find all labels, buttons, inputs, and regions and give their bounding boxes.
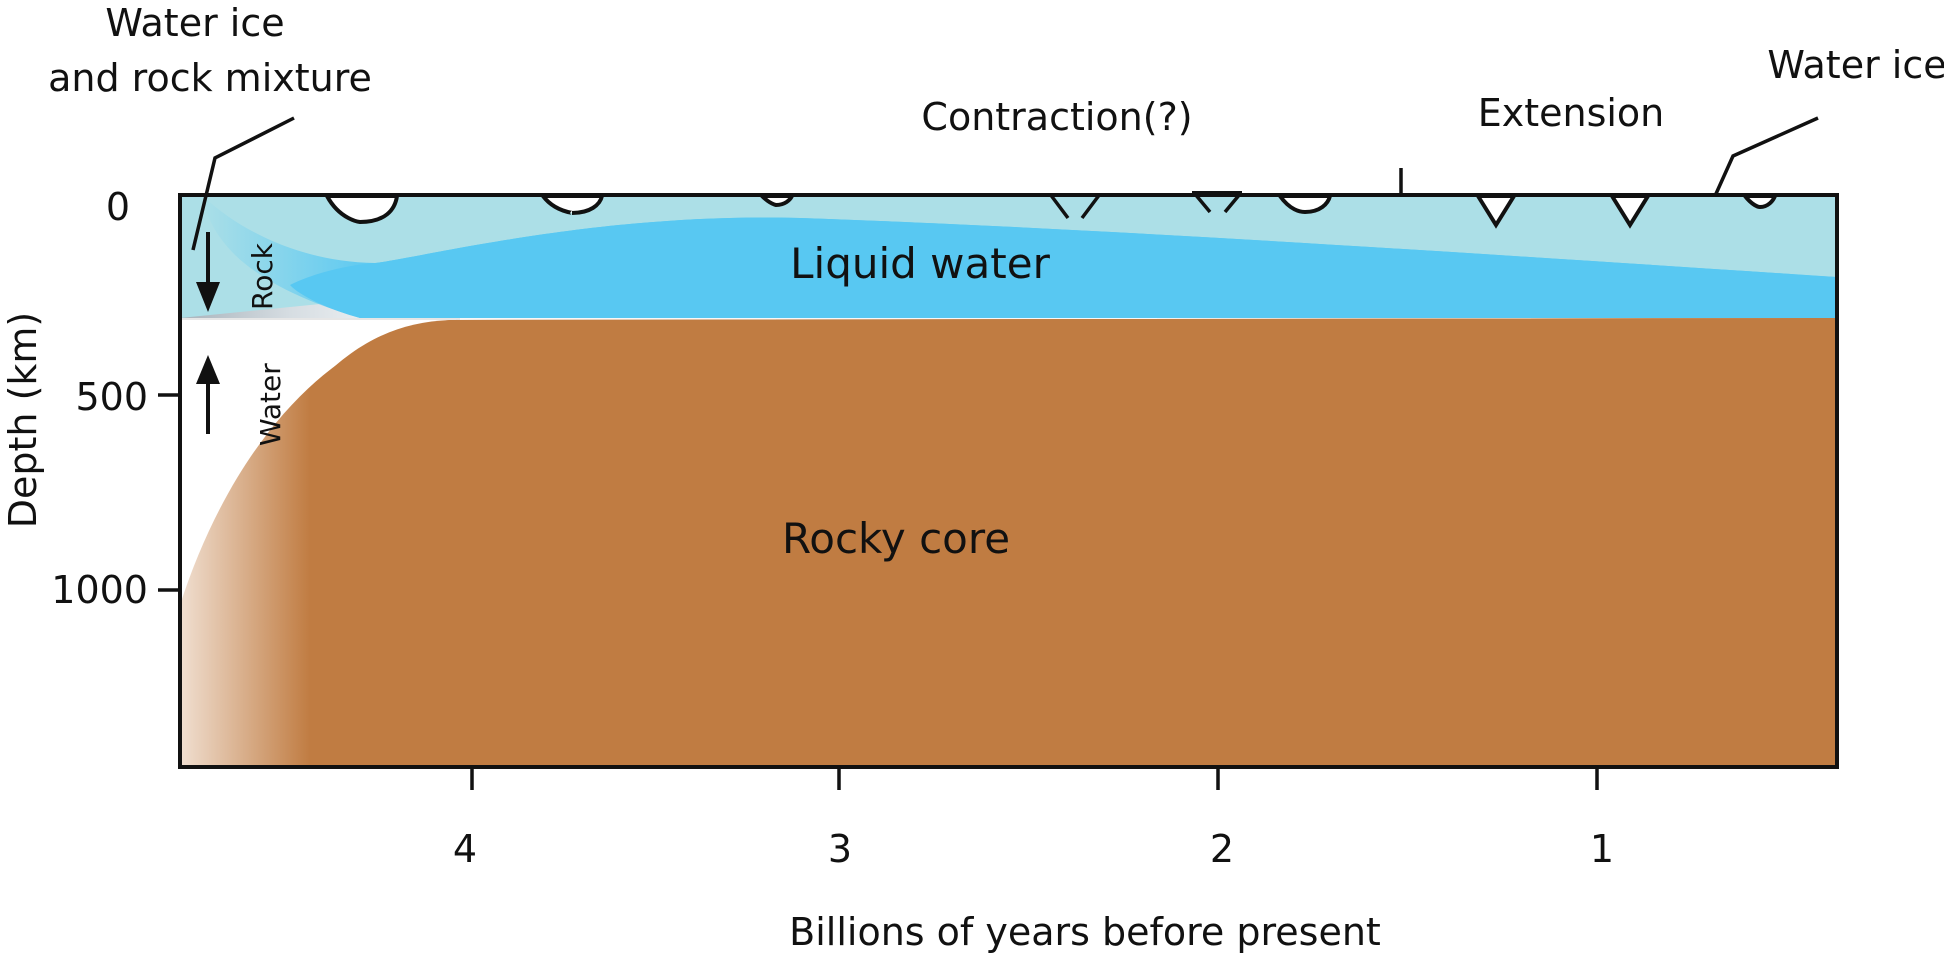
label-rock: Rock [246, 242, 279, 310]
impact-basin [1740, 194, 1778, 210]
y-tick-label: 0 [106, 185, 130, 229]
label-contraction: Contraction(?) [921, 95, 1192, 139]
x-tick-label: 4 [453, 827, 477, 871]
impact-basin [323, 194, 400, 225]
x-axis-ticks [470, 769, 1599, 790]
label-rocky-core: Rocky core [782, 514, 1010, 563]
impact-basin [757, 194, 796, 208]
label-water-ice: Water ice [1767, 43, 1944, 87]
y-tick-label: 1000 [51, 568, 148, 612]
water-ice-layer [180, 195, 1837, 318]
liquid-water-layer [290, 217, 1837, 318]
label-liquid-water: Liquid water [790, 239, 1050, 288]
panel-border [178, 193, 1839, 769]
x-axis-title: Billions of years before present [789, 910, 1381, 954]
leader-line-water-ice [1713, 116, 1819, 197]
arrow-up-icon [196, 355, 220, 384]
label-water-ice-rock-2: and rock mixture [48, 56, 372, 100]
x-tick-label: 3 [828, 827, 852, 871]
impact-basin [538, 194, 605, 215]
thrust-fault [1048, 192, 1102, 220]
label-water-ice-rock-1: Water ice [105, 1, 284, 45]
x-tick-label: 1 [1590, 827, 1614, 871]
y-axis-title: Depth (km) [1, 312, 45, 529]
y-axis-ticks [158, 393, 180, 592]
impact-basin [1276, 194, 1333, 215]
label-water: Water [254, 363, 287, 446]
label-extension: Extension [1478, 91, 1665, 135]
y-tick-label: 500 [75, 375, 148, 419]
leader-line-ice-rock [191, 116, 295, 251]
rocky-core-solid [320, 318, 1837, 767]
arrow-down-icon [196, 282, 220, 312]
x-tick-label: 2 [1210, 827, 1234, 871]
